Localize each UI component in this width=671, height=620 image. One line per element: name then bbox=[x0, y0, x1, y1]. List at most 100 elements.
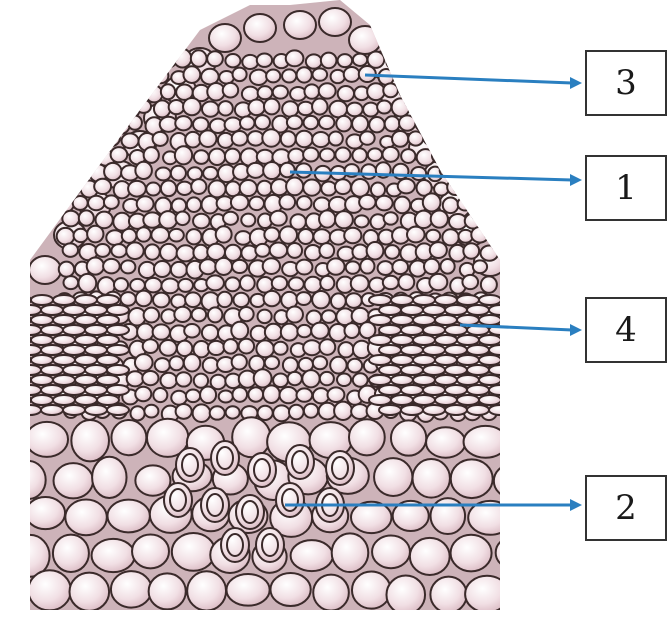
parenchyma-cell bbox=[172, 533, 215, 571]
layered-cell bbox=[457, 355, 479, 365]
meristem-cell bbox=[279, 195, 295, 210]
meristem-cell bbox=[193, 245, 208, 261]
layered-cell bbox=[41, 345, 63, 355]
layered-cell bbox=[53, 355, 75, 365]
meristem-cell bbox=[169, 356, 183, 370]
meristem-cell bbox=[319, 339, 335, 355]
meristem-cell bbox=[136, 100, 151, 113]
meristem-cell bbox=[218, 101, 233, 115]
meristem-cell bbox=[161, 53, 177, 67]
layered-cell bbox=[413, 335, 435, 345]
label-box-4: 4 bbox=[585, 297, 667, 363]
meristem-cell bbox=[183, 98, 201, 115]
meristem-cell bbox=[313, 229, 330, 244]
meristem-cell bbox=[188, 167, 202, 180]
layered-cell bbox=[75, 375, 97, 385]
meristem-cell bbox=[282, 101, 298, 116]
meristem-cell bbox=[363, 103, 378, 117]
layered-cell bbox=[435, 375, 457, 385]
layered-cell bbox=[445, 365, 467, 375]
meristem-cell bbox=[127, 371, 144, 386]
layered-cell bbox=[85, 325, 107, 335]
meristem-cell bbox=[193, 214, 210, 229]
meristem-cell bbox=[399, 84, 415, 99]
layered-cell bbox=[107, 385, 129, 395]
meristem-cell bbox=[463, 84, 479, 97]
parenchyma-cell bbox=[430, 577, 466, 613]
meristem-cell bbox=[272, 276, 287, 290]
meristem-cell bbox=[186, 389, 200, 402]
meristem-cell bbox=[280, 387, 298, 403]
meristem-cell bbox=[128, 181, 146, 197]
meristem-cell bbox=[223, 212, 238, 225]
meristem-cell bbox=[385, 116, 400, 131]
meristem-cell bbox=[89, 132, 105, 147]
meristem-cell bbox=[106, 230, 123, 245]
parenchyma-cell bbox=[11, 461, 46, 499]
layered-cell bbox=[31, 315, 53, 325]
meristem-cell bbox=[474, 102, 490, 116]
layered-cell bbox=[379, 405, 401, 415]
meristem-cell bbox=[153, 132, 168, 146]
layered-cell bbox=[107, 345, 129, 355]
meristem-cell bbox=[183, 66, 200, 83]
meristem-cell bbox=[112, 52, 127, 67]
meristem-cell bbox=[247, 163, 264, 178]
meristem-cell bbox=[161, 278, 178, 293]
meristem-cell bbox=[202, 325, 218, 341]
meristem-cell bbox=[94, 179, 111, 194]
meristem-cell bbox=[297, 67, 312, 82]
meristem-cell bbox=[327, 258, 344, 274]
meristem-cell bbox=[194, 374, 208, 388]
layered-cell bbox=[85, 305, 107, 315]
meristem-cell bbox=[297, 325, 311, 337]
meristem-cell bbox=[463, 243, 479, 258]
meristem-cell bbox=[331, 70, 345, 83]
meristem-cell bbox=[367, 242, 384, 259]
meristem-cell bbox=[136, 291, 152, 307]
meristem-cell bbox=[296, 163, 311, 177]
meristem-cell bbox=[450, 150, 466, 165]
meristem-cell bbox=[187, 197, 201, 212]
meristem-cell bbox=[338, 342, 353, 357]
layered-cell bbox=[85, 385, 107, 395]
cell-group bbox=[0, 0, 552, 620]
meristem-cell bbox=[264, 291, 281, 306]
layered-cell bbox=[423, 385, 445, 395]
meristem-cell bbox=[126, 242, 143, 259]
parenchyma-cell bbox=[507, 502, 548, 536]
meristem-cell bbox=[155, 358, 170, 372]
layered-cell bbox=[401, 305, 423, 315]
meristem-cell bbox=[287, 243, 302, 258]
meristem-cell bbox=[103, 259, 120, 273]
meristem-cell bbox=[465, 53, 483, 71]
meristem-cell bbox=[153, 293, 169, 308]
parenchyma-cell bbox=[111, 420, 146, 455]
meristem-cell bbox=[131, 406, 145, 420]
meristem-cell bbox=[122, 229, 137, 243]
meristem-cell bbox=[104, 195, 119, 208]
meristem-cell bbox=[296, 260, 312, 275]
meristem-cell bbox=[270, 211, 287, 226]
meristem-cell bbox=[87, 226, 103, 243]
meristem-cell bbox=[232, 354, 247, 369]
meristem-cell bbox=[94, 50, 112, 67]
layered-cell bbox=[457, 335, 479, 345]
layered-cell bbox=[97, 395, 119, 405]
meristem-cell bbox=[329, 132, 343, 146]
meristem-cell bbox=[135, 162, 152, 179]
layered-cell bbox=[401, 365, 423, 375]
meristem-cell bbox=[136, 67, 153, 84]
meristem-cell bbox=[282, 69, 296, 82]
parenchyma-cell bbox=[92, 457, 126, 498]
layered-cell bbox=[75, 315, 97, 325]
meristem-cell bbox=[176, 212, 190, 226]
layered-cell bbox=[479, 355, 501, 365]
meristem-cell bbox=[270, 243, 288, 258]
meristem-cell bbox=[219, 390, 233, 402]
arrow-to-2-head bbox=[570, 499, 582, 511]
meristem-cell bbox=[95, 244, 110, 257]
meristem-cell bbox=[303, 180, 320, 196]
meristem-cell bbox=[368, 148, 382, 161]
layered-cell bbox=[97, 355, 119, 365]
